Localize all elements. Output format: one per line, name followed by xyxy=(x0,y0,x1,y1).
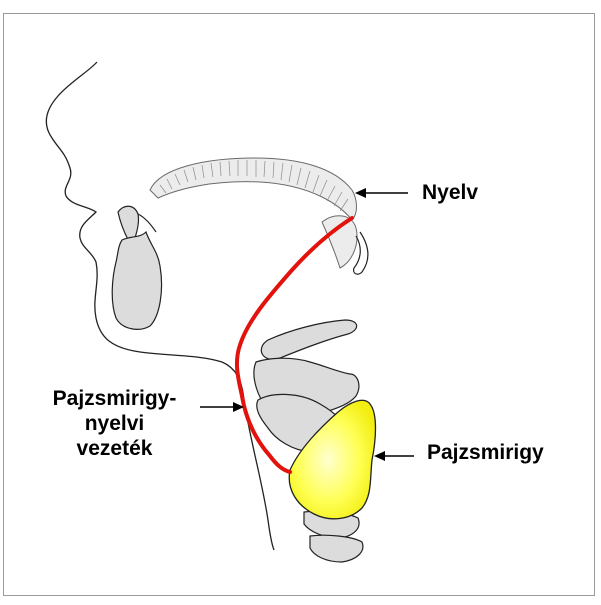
tongue-label: Nyelv xyxy=(422,180,478,205)
tongue-root xyxy=(322,216,357,268)
arrow-to-thyroid xyxy=(374,451,414,461)
tongue-arch xyxy=(150,158,357,220)
lower-tooth xyxy=(112,232,161,329)
tracheal-ring-3 xyxy=(310,535,363,562)
thyroglossal-duct-label: Pajzsmirigy- nyelvi vezeték xyxy=(17,386,212,461)
duct-label-line-2: nyelvi xyxy=(17,411,212,436)
hyoid-bone xyxy=(261,320,356,359)
arrow-to-tongue xyxy=(355,188,408,198)
jaw-upper-curve xyxy=(138,214,156,232)
duct-label-line-1: Pajzsmirigy- xyxy=(17,386,212,411)
face-profile-outline xyxy=(46,62,274,550)
duct-label-line-3: vezeték xyxy=(17,436,212,461)
thyroid-label: Pajzsmirigy xyxy=(427,440,544,465)
